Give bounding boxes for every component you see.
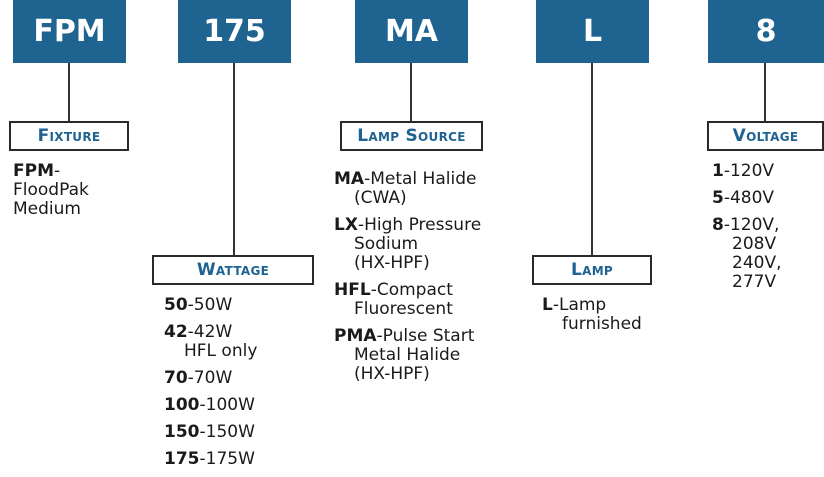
label-voltage: Voltage — [707, 121, 824, 151]
option-line: (HX-HPF) — [354, 253, 430, 273]
option-line: HFL only — [184, 341, 258, 361]
option-item: MA-Metal Halide(CWA) — [334, 170, 524, 208]
option-code: 50 — [164, 295, 188, 315]
option-line: furnished — [562, 314, 642, 334]
connector-fixture — [68, 63, 70, 122]
option-item: FPM- FloodPak Medium — [13, 162, 133, 219]
option-code: 150 — [164, 422, 200, 442]
code-box-lamp-source: MA — [355, 0, 468, 63]
option-item: 1-120V — [712, 162, 824, 181]
option-item: 50-50W — [164, 296, 324, 315]
option-code: HFL — [334, 280, 371, 300]
label-fixture: Fixture — [9, 121, 129, 151]
option-line: FloodPak — [13, 180, 89, 200]
option-line: 208V — [732, 234, 777, 254]
fixture-options: FPM- FloodPak Medium — [13, 162, 133, 227]
option-code: 1 — [712, 161, 724, 181]
option-item: 175-175W — [164, 450, 324, 469]
connector-lamp — [591, 63, 593, 255]
option-item: 150-150W — [164, 423, 324, 442]
option-code: LX — [334, 215, 358, 235]
option-desc: -100W — [199, 395, 255, 415]
option-desc: -50W — [187, 295, 233, 315]
option-desc: -Metal Halide — [364, 169, 477, 189]
option-desc: -120V, — [723, 215, 780, 235]
option-line: 277V — [732, 272, 777, 292]
option-line: Medium — [13, 199, 81, 219]
option-code: L — [542, 295, 553, 315]
connector-wattage — [233, 63, 235, 255]
option-desc: -High Pressure — [357, 215, 482, 235]
option-code: 42 — [164, 322, 188, 342]
option-code: 100 — [164, 395, 200, 415]
label-lamp-source: Lamp Source — [340, 121, 483, 151]
option-line: Fluorescent — [354, 299, 453, 319]
option-line: Metal Halide — [354, 345, 461, 365]
code-box-wattage: 175 — [178, 0, 291, 63]
option-desc: -150W — [199, 422, 255, 442]
option-desc: -42W — [187, 322, 233, 342]
option-line: (CWA) — [354, 188, 407, 208]
option-code: 175 — [164, 449, 200, 469]
option-code: PMA — [334, 326, 377, 346]
option-line: Sodium — [354, 234, 419, 254]
option-desc: -480V — [723, 188, 775, 208]
option-item: 100-100W — [164, 396, 324, 415]
option-separator: - — [54, 161, 61, 181]
option-desc: -Lamp — [552, 295, 607, 315]
code-box-fixture: FPM — [13, 0, 126, 63]
code-box-lamp: L — [536, 0, 649, 63]
option-desc: -70W — [187, 368, 233, 388]
option-code: 70 — [164, 368, 188, 388]
option-desc: -Compact — [370, 280, 453, 300]
option-item: 70-70W — [164, 369, 324, 388]
option-line: 240V, — [732, 253, 782, 273]
option-code: MA — [334, 169, 365, 189]
option-code: 8 — [712, 215, 724, 235]
code-box-voltage: 8 — [708, 0, 824, 63]
option-code: 5 — [712, 188, 724, 208]
option-desc: -120V — [723, 161, 775, 181]
option-desc: -Pulse Start — [376, 326, 475, 346]
connector-lamp-source — [410, 63, 412, 122]
option-line: (HX-HPF) — [354, 364, 430, 384]
option-desc: -175W — [199, 449, 255, 469]
connector-voltage — [764, 63, 766, 122]
option-item: 5-480V — [712, 189, 824, 208]
label-wattage: Wattage — [152, 255, 314, 285]
option-code: FPM — [13, 161, 54, 181]
label-lamp: Lamp — [532, 255, 652, 285]
